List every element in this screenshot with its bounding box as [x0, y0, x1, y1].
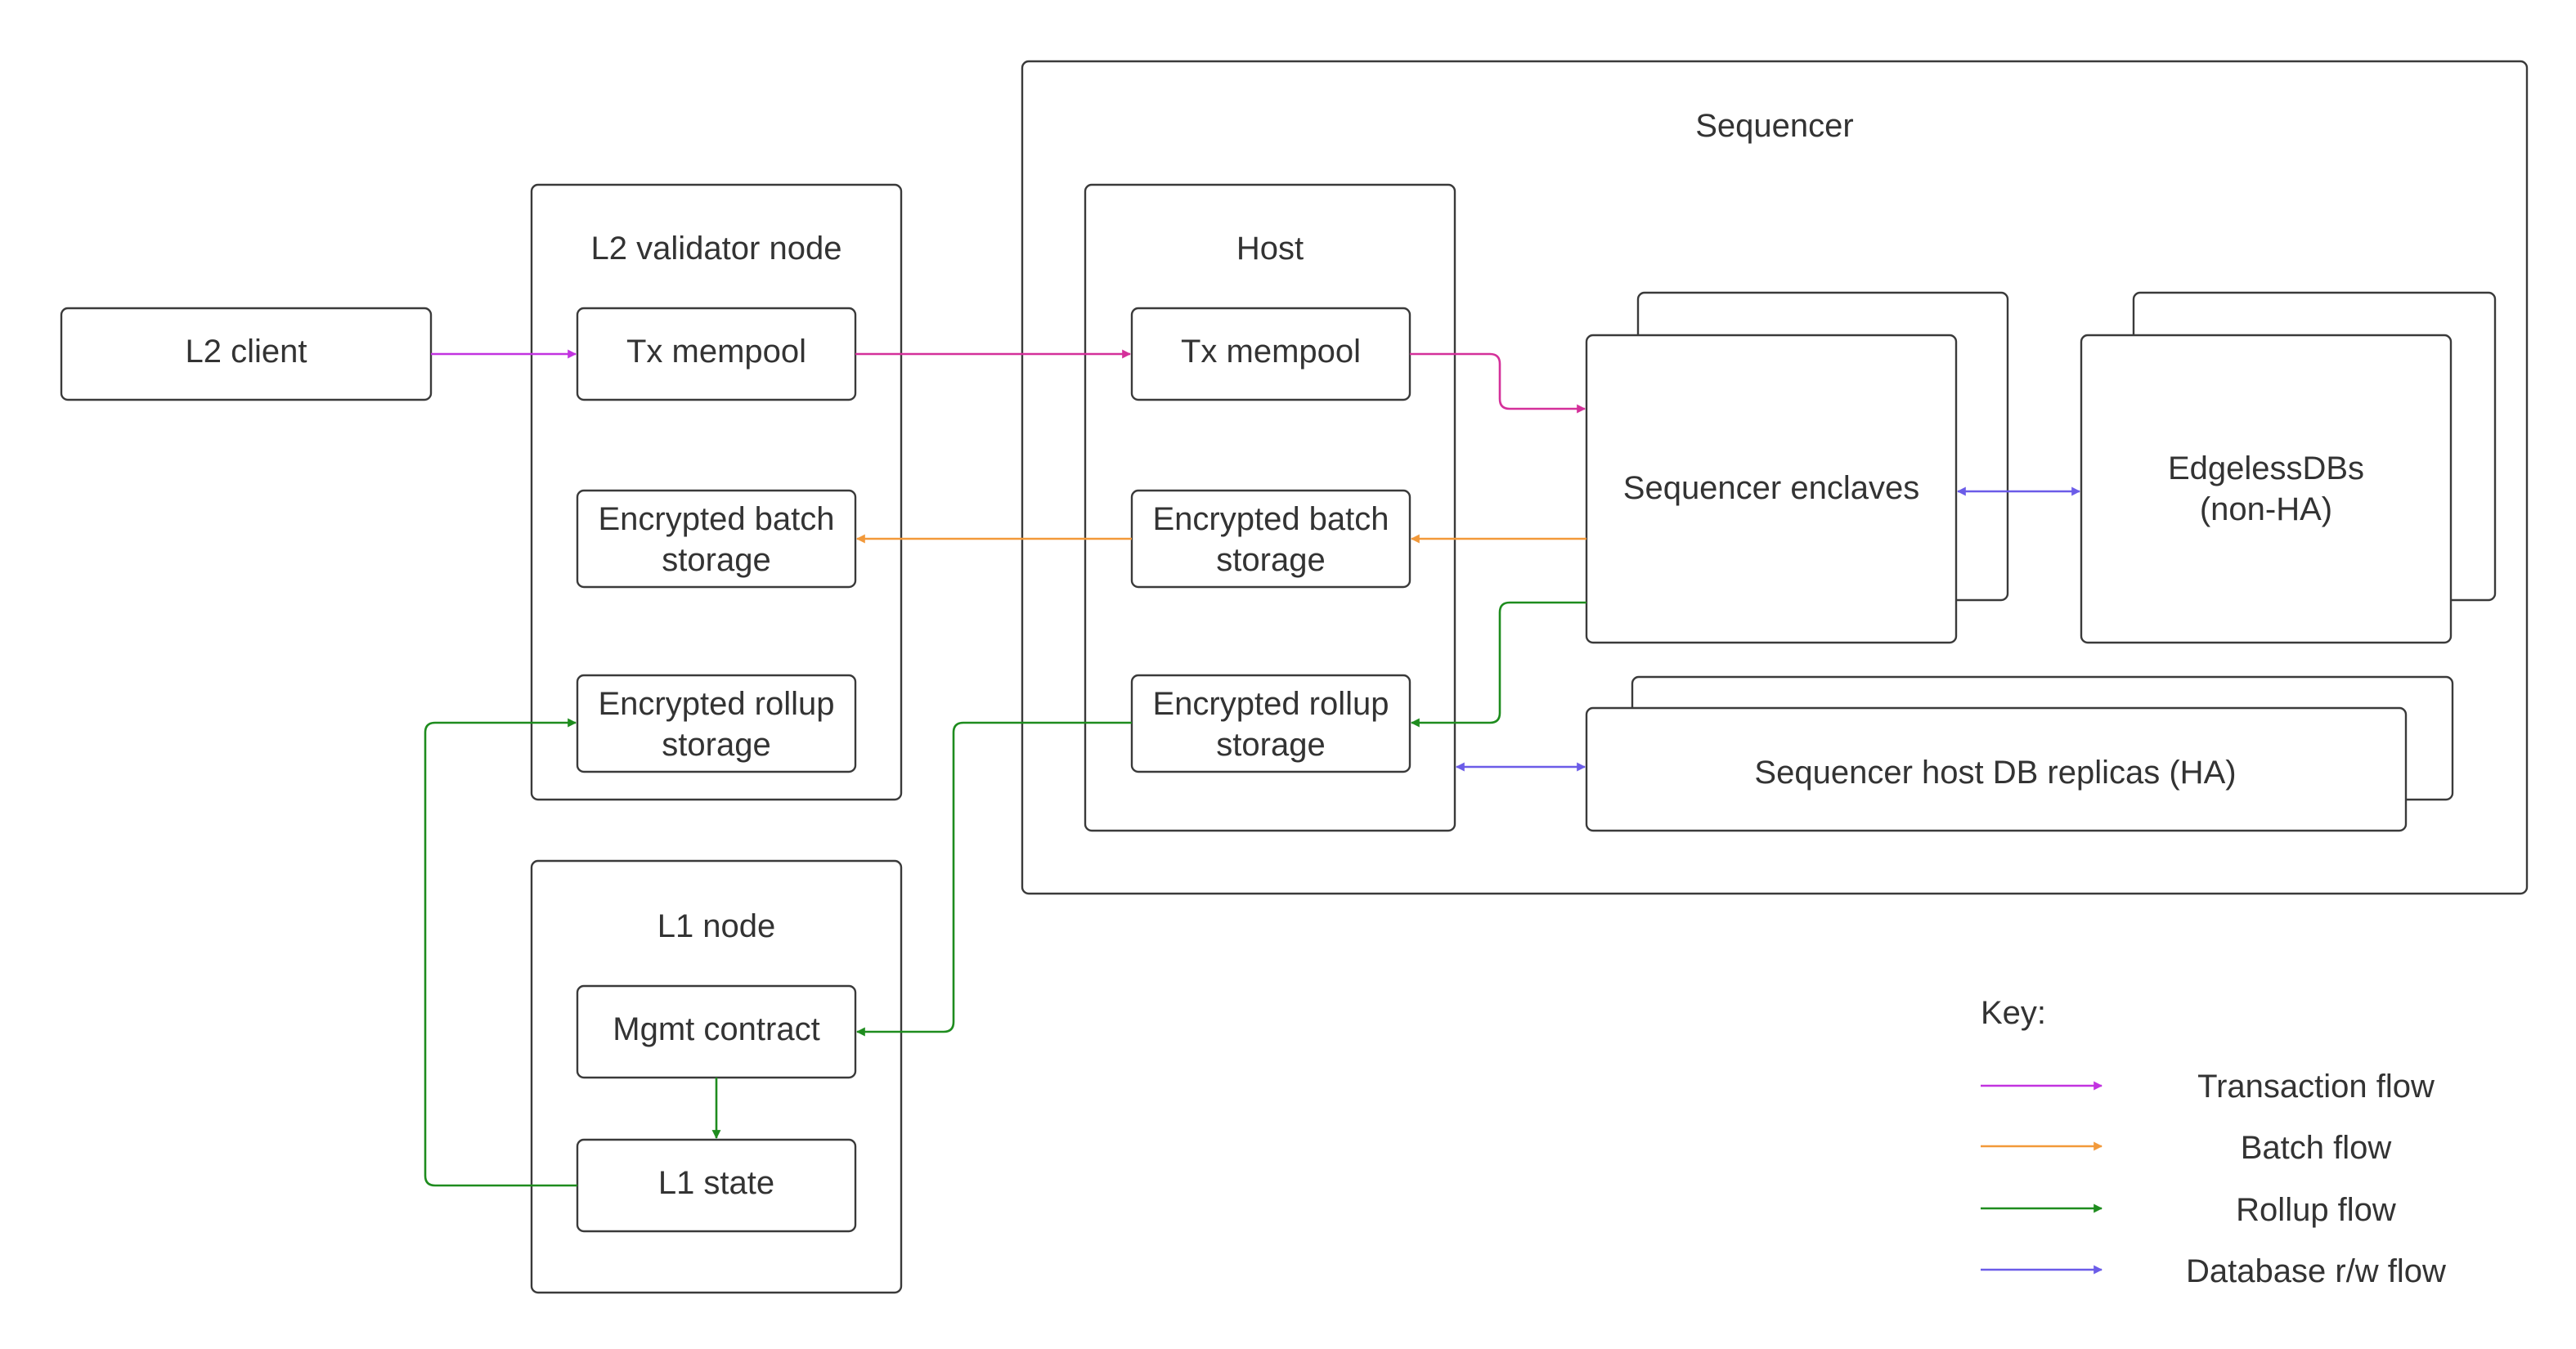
- l1-state-label: L1 state: [658, 1165, 774, 1201]
- legend-label-transaction: Transaction flow: [2197, 1069, 2435, 1105]
- host-batch-storage-box: Encrypted batch storage: [1130, 489, 1411, 589]
- mgmt-contract-box: Mgmt contract: [576, 984, 857, 1079]
- transaction-flow-arrows: [431, 349, 1586, 414]
- arrow-enclaves-to-hostrollup: [1410, 601, 1586, 728]
- l2-tx-mempool-label: Tx mempool: [626, 334, 806, 370]
- sequencer-enclaves-label: Sequencer enclaves: [1623, 470, 1919, 506]
- host-rollup-storage-label-line1: Encrypted rollup: [1152, 686, 1389, 722]
- host-title: Host: [1236, 231, 1304, 267]
- arrow-l1state-to-l2rollup: [424, 718, 577, 1187]
- l1-state-box: L1 state: [576, 1138, 857, 1233]
- l2-validator-node-title: L2 validator node: [591, 231, 842, 267]
- database-flow-arrows: [1455, 486, 2081, 772]
- l2-rollup-storage-label-line2: storage: [662, 727, 770, 763]
- edgeless-dbs-label-line1: EdgelessDBs: [2168, 450, 2364, 486]
- host-batch-storage-label-line2: storage: [1216, 542, 1325, 578]
- l2-batch-storage-label-line1: Encrypted batch: [598, 501, 834, 537]
- edgeless-dbs-label-line2: (non-HA): [2200, 491, 2332, 527]
- rollup-flow-arrows: [424, 601, 1586, 1187]
- legend: Key: Transaction flow Batch flow Rollup …: [1981, 995, 2446, 1289]
- legend-label-database: Database r/w flow: [2186, 1253, 2446, 1289]
- host-rollup-storage-box: Encrypted rollup storage: [1130, 674, 1411, 773]
- host-tx-mempool-box: Tx mempool: [1130, 307, 1411, 401]
- l2-batch-storage-box: Encrypted batch storage: [576, 489, 857, 589]
- mgmt-contract-label: Mgmt contract: [613, 1011, 819, 1047]
- legend-title: Key:: [1981, 995, 2046, 1031]
- sequencer-enclaves-stack: Sequencer enclaves: [1585, 291, 2009, 644]
- host-batch-storage-label-line1: Encrypted batch: [1152, 501, 1389, 537]
- l2-rollup-storage-box: Encrypted rollup storage: [576, 674, 857, 773]
- l2-batch-storage-label-line2: storage: [662, 542, 770, 578]
- l2-tx-mempool-box: Tx mempool: [576, 307, 857, 401]
- host-tx-mempool-label: Tx mempool: [1181, 334, 1361, 370]
- legend-label-batch: Batch flow: [2241, 1130, 2392, 1166]
- edgeless-dbs-stack: EdgelessDBs (non-HA): [2080, 291, 2497, 644]
- l1-node-title: L1 node: [657, 908, 776, 944]
- host-db-replicas-label: Sequencer host DB replicas (HA): [1754, 755, 2236, 791]
- l2-rollup-storage-label-line1: Encrypted rollup: [598, 686, 834, 722]
- sequencer-title: Sequencer: [1695, 108, 1853, 144]
- arrow-hostmempool-to-enclaves: [1410, 352, 1586, 414]
- l2-client-box: L2 client: [60, 307, 433, 401]
- host-rollup-storage-label-line2: storage: [1216, 727, 1325, 763]
- legend-label-rollup: Rollup flow: [2236, 1192, 2396, 1228]
- l2-client-label: L2 client: [186, 334, 307, 370]
- arrow-hostrollup-to-mgmtcontract: [855, 721, 1132, 1037]
- host-db-replicas-stack: Sequencer host DB replicas (HA): [1585, 675, 2454, 832]
